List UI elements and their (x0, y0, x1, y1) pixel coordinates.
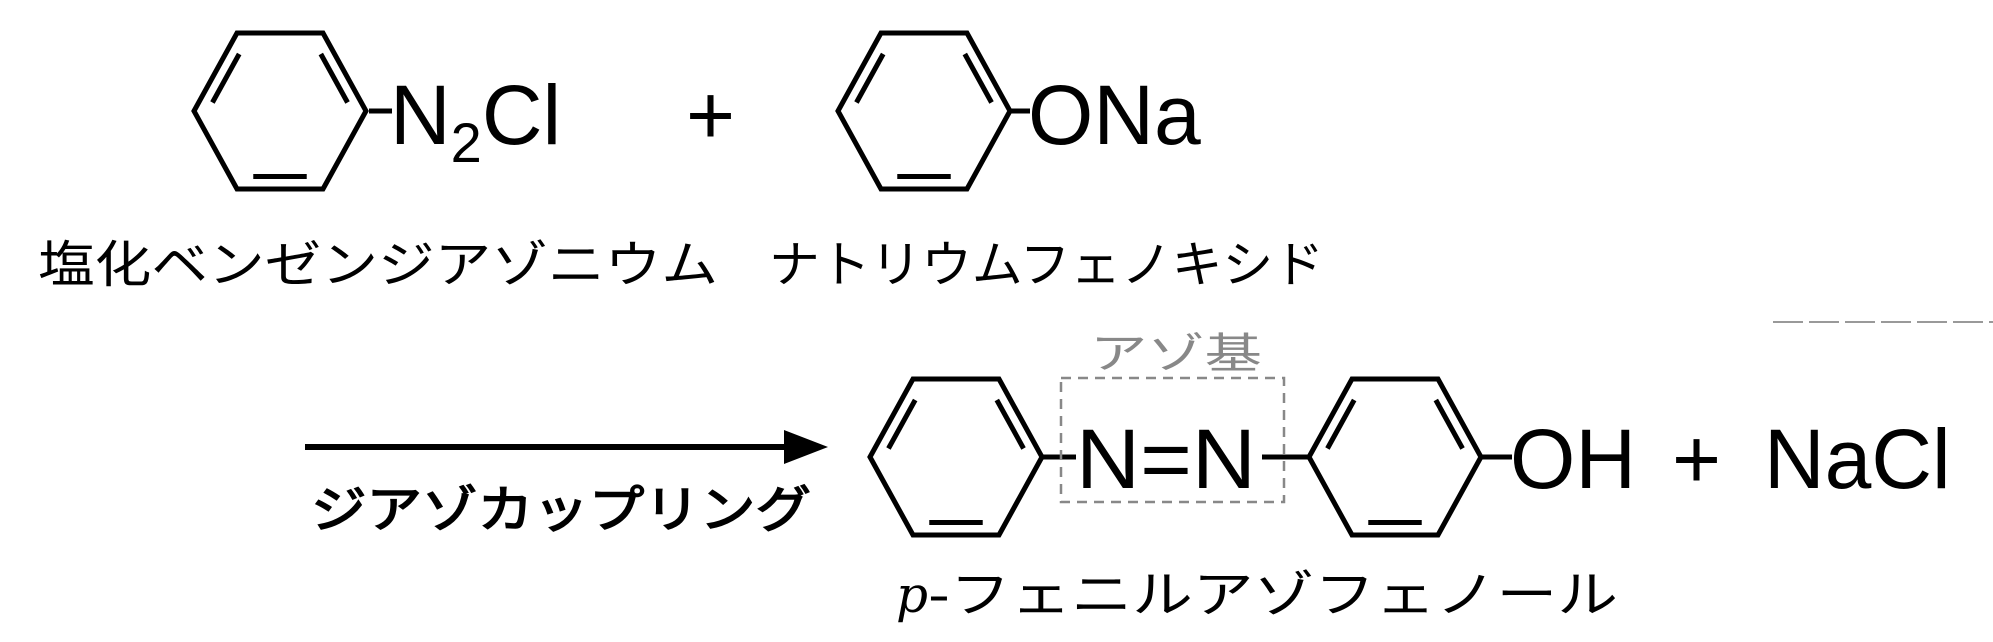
double-bond-line (1325, 398, 1357, 450)
benzene-ring (191, 30, 369, 192)
double-bond-line (994, 398, 1026, 450)
plus-sign: + (686, 68, 735, 162)
double-bond-line (854, 52, 886, 104)
double-bond-line (210, 52, 242, 104)
double-bond-line (1433, 398, 1465, 450)
azo-group-label: アゾ基 (1090, 329, 1262, 378)
azo-group-box (1059, 376, 1286, 504)
sodium-chloride-formula: NaCl (1764, 412, 1951, 506)
benzenediazonium-formula: N2Cl (390, 68, 561, 174)
benzenediazonium-chloride-name: 塩化ベンゼンジアゾニウム (38, 236, 718, 294)
sodium-phenoxide-formula: ONa (1028, 68, 1201, 162)
benzene-ring (867, 376, 1045, 538)
benzene-ring (835, 30, 1013, 192)
benzene-ring (1306, 376, 1484, 538)
arrow-head-icon (784, 430, 828, 464)
double-bond-line (886, 398, 918, 450)
diazo-coupling-label: ジアゾカップリング (311, 481, 811, 539)
azo-group-formula: N=N (1076, 412, 1256, 506)
double-bond-line (318, 52, 350, 104)
plus-sign: + (1672, 412, 1721, 506)
sodium-phenoxide-name: ナトリウムフェノキシド (769, 236, 1324, 294)
double-bond-line (962, 52, 994, 104)
hydroxyl-formula: OH (1510, 412, 1636, 506)
product-name: p-フェニルアゾフェノール (896, 566, 1618, 624)
